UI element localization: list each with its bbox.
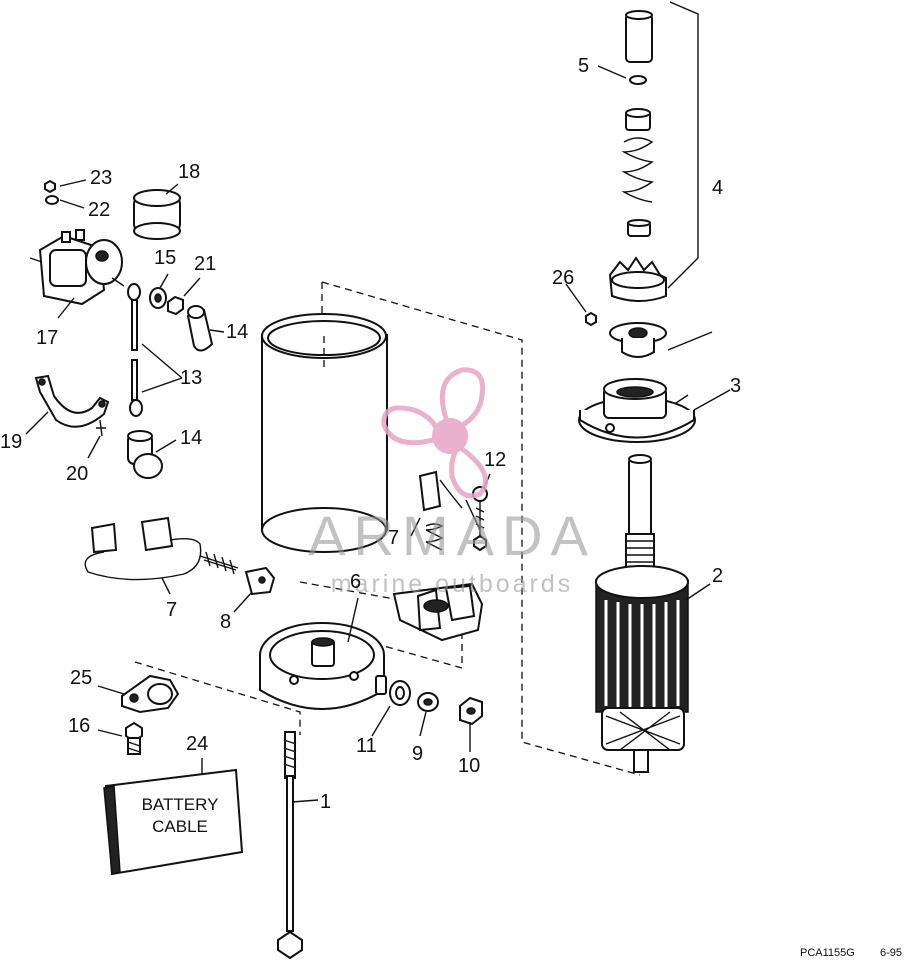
brush-holder	[392, 582, 484, 642]
callout-22: 22	[88, 199, 110, 221]
boot-14-upper	[186, 305, 214, 352]
boot-14-lower	[127, 430, 163, 479]
callout-8: 8	[220, 611, 231, 633]
brushes-lead	[84, 516, 239, 581]
callout-12: 12	[484, 449, 506, 471]
callout-3: 3	[730, 375, 741, 397]
commutator-end-cap	[259, 622, 387, 710]
bracket-19-screw-20	[34, 374, 110, 437]
callout-11: 11	[356, 735, 377, 757]
callout-15: 15	[154, 247, 176, 269]
callout-5: 5	[578, 55, 589, 77]
callout-13: 13	[180, 367, 202, 389]
callout-19: 19	[0, 431, 22, 453]
brush-spring	[418, 470, 463, 551]
figure-date: 6-95	[880, 947, 902, 959]
battery-label-line1: BATTERY	[142, 795, 219, 814]
through-bolt	[277, 731, 303, 960]
washer-15-nut-21	[149, 287, 184, 316]
callout-14-lower: 14	[180, 427, 202, 449]
insulator	[244, 566, 276, 596]
callout-7b: 7	[166, 599, 177, 621]
nut-lockwasher-small	[44, 179, 59, 205]
cable-13	[127, 283, 143, 417]
figure-code: PCA1155G	[800, 947, 855, 959]
callout-14-upper: 14	[226, 321, 248, 343]
armature	[595, 454, 689, 773]
boot-18	[133, 189, 181, 240]
drive-end-housing	[578, 378, 696, 443]
callout-17: 17	[36, 327, 58, 349]
callout-20: 20	[66, 463, 88, 485]
watermark-tagline: marine outboards	[331, 570, 574, 598]
battery-label-line2: CABLE	[152, 817, 208, 836]
cable-clamp-screw	[121, 674, 180, 755]
callout-16: 16	[68, 715, 90, 737]
washers-nut	[389, 680, 483, 726]
battery-cable-box: BATTERY CABLE	[103, 768, 244, 876]
drive-components	[585, 10, 667, 358]
callout-4: 4	[712, 177, 723, 199]
callout-6: 6	[350, 571, 361, 593]
callout-10: 10	[458, 755, 480, 777]
watermark: ARMADA marine outboards	[308, 367, 596, 598]
watermark-propeller-icon	[381, 367, 489, 499]
callout-25: 25	[70, 667, 92, 689]
callout-18: 18	[178, 161, 200, 183]
callout-23: 23	[90, 167, 112, 189]
leader-lines	[25, 65, 731, 803]
solenoid	[29, 229, 125, 306]
field-frame	[261, 313, 388, 553]
callout-24: 24	[186, 733, 208, 755]
callouts: 1 2 3 4 5 6 7 7 8 9 10 11 12 13 14 14 15…	[0, 55, 741, 813]
callout-2: 2	[712, 565, 723, 587]
callout-1: 1	[320, 791, 331, 813]
callout-9: 9	[412, 743, 423, 765]
callout-21: 21	[194, 253, 216, 275]
callout-26: 26	[552, 267, 574, 289]
watermark-brand: ARMADA	[308, 504, 596, 567]
callout-7a: 7	[388, 527, 399, 549]
